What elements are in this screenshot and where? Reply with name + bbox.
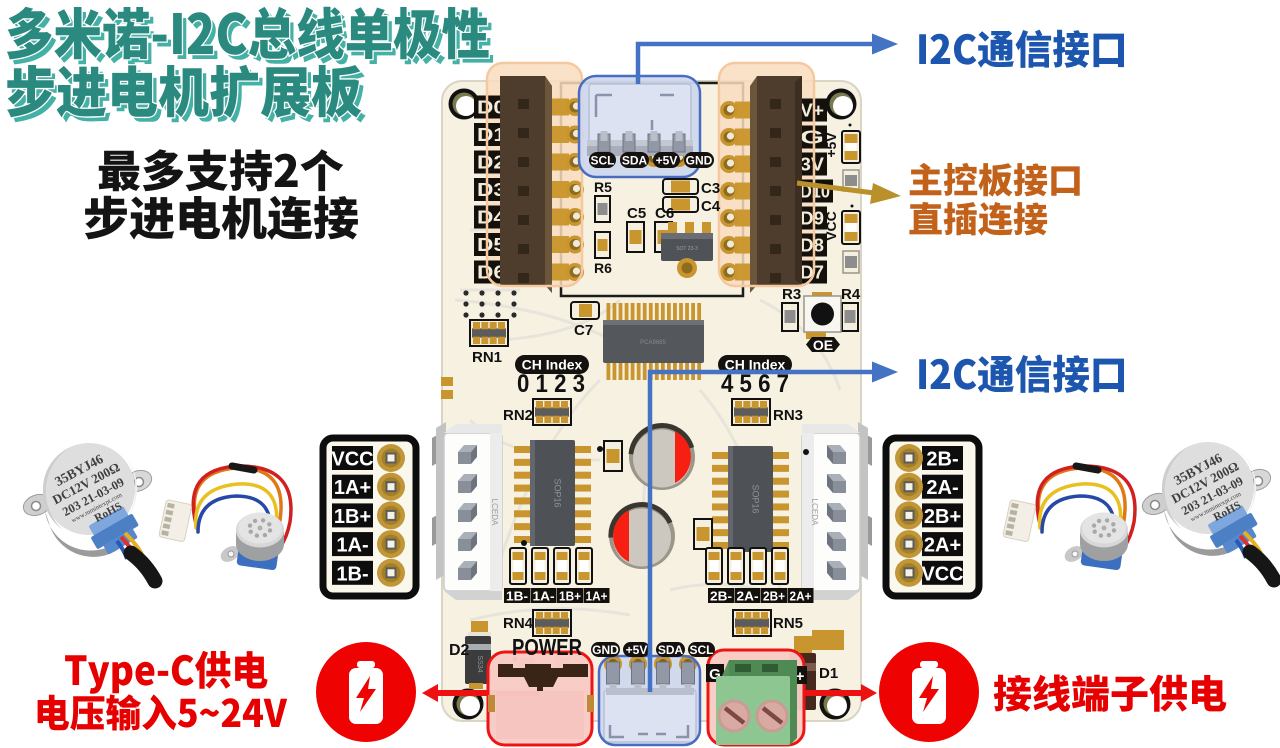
svg-text:D9: D9 xyxy=(800,209,824,229)
svg-text:+5V: +5V xyxy=(626,643,648,657)
svg-text:1A+: 1A+ xyxy=(334,477,371,499)
svg-text:V+: V+ xyxy=(800,101,824,121)
svg-text:R5: R5 xyxy=(594,179,612,195)
svg-text:CH Index: CH Index xyxy=(725,357,786,373)
svg-text:D2: D2 xyxy=(449,642,470,659)
svg-text:RN3: RN3 xyxy=(773,407,803,424)
svg-text:2A+: 2A+ xyxy=(924,535,961,557)
svg-text:1A+: 1A+ xyxy=(586,589,608,604)
svg-text:RN4: RN4 xyxy=(503,615,534,632)
svg-text:1B-: 1B- xyxy=(506,589,528,604)
svg-text:2B+: 2B+ xyxy=(763,589,785,604)
svg-text:OE: OE xyxy=(813,337,833,353)
svg-text:1B-: 1B- xyxy=(336,563,368,585)
svg-text:D4: D4 xyxy=(477,208,506,228)
svg-text:SDA: SDA xyxy=(622,153,648,167)
svg-text:G: G xyxy=(709,666,721,683)
svg-text:SS34: SS34 xyxy=(476,655,483,672)
svg-text:D3: D3 xyxy=(477,180,506,200)
svg-text:VCC: VCC xyxy=(823,211,839,241)
svg-text:+5V: +5V xyxy=(823,132,839,158)
svg-text:D1: D1 xyxy=(477,125,506,145)
svg-text:2A-: 2A- xyxy=(737,589,759,604)
svg-text:0 1 2 3: 0 1 2 3 xyxy=(517,370,585,398)
svg-text:LCEDA: LCEDA xyxy=(810,499,819,526)
svg-text:GND: GND xyxy=(592,643,619,657)
svg-text:2A-: 2A- xyxy=(926,477,958,499)
svg-text:SOP16: SOP16 xyxy=(553,478,563,507)
svg-text:SCL: SCL xyxy=(591,153,615,167)
svg-text:RN1: RN1 xyxy=(472,349,502,366)
svg-text:C6: C6 xyxy=(655,205,674,222)
svg-text:SOP16: SOP16 xyxy=(751,484,761,513)
svg-text:GND: GND xyxy=(686,153,713,167)
svg-text:1B+: 1B+ xyxy=(559,589,581,604)
svg-text:LCEDA: LCEDA xyxy=(490,499,499,526)
svg-text:1B+: 1B+ xyxy=(334,506,371,528)
svg-text:C7: C7 xyxy=(574,322,593,339)
svg-text:RN2: RN2 xyxy=(503,407,533,424)
svg-text:C5: C5 xyxy=(627,205,646,222)
svg-text:2B-: 2B- xyxy=(926,449,958,471)
svg-text:RN5: RN5 xyxy=(773,615,803,632)
svg-text:3V: 3V xyxy=(800,155,824,175)
svg-text:D6: D6 xyxy=(477,263,506,283)
svg-text:4 5 6 7: 4 5 6 7 xyxy=(721,370,789,398)
svg-text:VCC: VCC xyxy=(921,563,963,585)
svg-text:R4: R4 xyxy=(841,286,861,303)
svg-text:D5: D5 xyxy=(477,235,506,255)
svg-text:D0: D0 xyxy=(477,98,506,118)
svg-text:SOT 23-3: SOT 23-3 xyxy=(676,246,698,252)
svg-text:POWER: POWER xyxy=(512,634,582,660)
svg-text:D8: D8 xyxy=(800,236,824,256)
svg-text:1A-: 1A- xyxy=(336,535,368,557)
svg-text:PCA9685: PCA9685 xyxy=(640,340,666,346)
svg-text:SCL: SCL xyxy=(690,643,714,657)
svg-text:D1: D1 xyxy=(819,665,838,682)
svg-text:2A+: 2A+ xyxy=(790,589,812,604)
svg-text:2B-: 2B- xyxy=(710,589,732,604)
svg-text:CH Index: CH Index xyxy=(522,357,583,373)
svg-text:2B+: 2B+ xyxy=(924,506,961,528)
svg-text:G: G xyxy=(800,128,824,148)
svg-text:1A-: 1A- xyxy=(533,589,555,604)
svg-text:R6: R6 xyxy=(594,260,612,276)
svg-text:D7: D7 xyxy=(800,263,824,283)
svg-text:C3: C3 xyxy=(701,180,720,197)
svg-text:C4: C4 xyxy=(701,198,721,215)
svg-text:D2: D2 xyxy=(477,153,506,173)
svg-text:+5V: +5V xyxy=(656,153,678,167)
svg-text:SDA: SDA xyxy=(658,643,684,657)
svg-text:R3: R3 xyxy=(782,286,801,303)
svg-text:VCC: VCC xyxy=(331,449,373,471)
